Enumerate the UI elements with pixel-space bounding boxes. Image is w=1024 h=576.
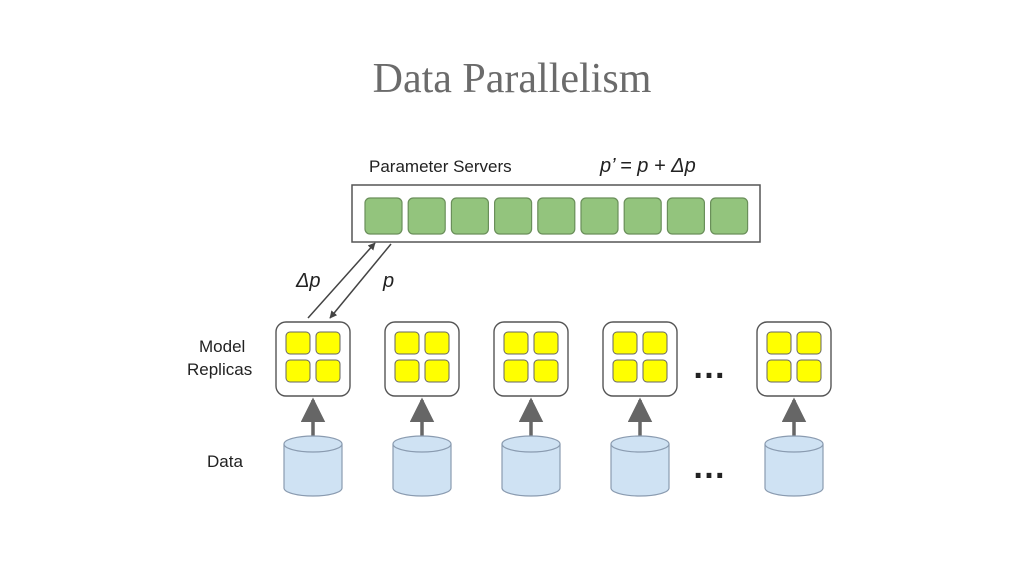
model-replicas-label-line1: Model	[199, 337, 245, 356]
data-cylinder-top	[392, 435, 452, 453]
replica-parameter-cell	[642, 359, 668, 383]
slide-title: Data Parallelism	[372, 56, 652, 102]
replica-parameter-cell	[642, 331, 668, 355]
replica-parameter-cell	[315, 331, 341, 355]
parameter-shard	[450, 197, 489, 235]
data-cylinder-top	[501, 435, 561, 453]
model-replicas-label-line2: Replicas	[187, 360, 252, 379]
parameter-shard	[407, 197, 446, 235]
parameter-shard	[580, 197, 619, 235]
parameter-servers-label: Parameter Servers	[369, 157, 512, 176]
data-arrows	[300, 397, 807, 442]
parameter-shard	[666, 197, 706, 235]
replica-parameter-cell	[533, 331, 559, 355]
pull-label: p	[382, 270, 394, 292]
data-cylinder-body	[283, 444, 343, 497]
parameter-shards	[364, 197, 749, 235]
replicas-ellipsis: …	[692, 348, 726, 386]
push-label: Δp	[295, 270, 321, 292]
push-arrow	[307, 242, 376, 319]
data-cylinder-body	[764, 444, 824, 497]
replica-parameter-cell	[424, 331, 450, 355]
data-label: Data	[207, 452, 243, 471]
replica-parameter-cell	[503, 331, 529, 355]
replica-parameter-cell	[394, 359, 420, 383]
replica-parameter-cell	[315, 359, 341, 383]
model-replicas	[275, 321, 832, 397]
data-shards	[283, 435, 824, 497]
replica-parameter-cell	[285, 359, 311, 383]
replica-parameter-cell	[796, 359, 822, 383]
data-cylinder-top	[610, 435, 670, 453]
data-cylinder-top	[764, 435, 824, 453]
replica-parameter-cell	[612, 331, 638, 355]
parameter-shard	[537, 197, 576, 235]
replica-parameter-cell	[285, 331, 311, 355]
update-formula: p’ = p + Δp	[599, 155, 696, 177]
replica-parameter-cell	[796, 331, 822, 355]
replica-parameter-cell	[394, 331, 420, 355]
replica-parameter-cell	[766, 331, 792, 355]
data-cylinder-top	[283, 435, 343, 453]
data-ellipsis: …	[692, 448, 726, 486]
pull-arrow	[329, 243, 392, 319]
parameter-shard	[364, 197, 403, 235]
data-cylinder-body	[392, 444, 452, 497]
model-replicas-label: Model Replicas	[187, 337, 252, 379]
parameter-shard	[623, 197, 662, 235]
replica-parameter-cell	[612, 359, 638, 383]
replica-parameter-cell	[766, 359, 792, 383]
data-cylinder-body	[610, 444, 670, 497]
replica-parameter-cell	[503, 359, 529, 383]
parameter-shard	[709, 197, 749, 235]
data-cylinder-body	[501, 444, 561, 497]
replica-parameter-cell	[533, 359, 559, 383]
replica-parameter-cell	[424, 359, 450, 383]
parameter-shard	[494, 197, 533, 235]
